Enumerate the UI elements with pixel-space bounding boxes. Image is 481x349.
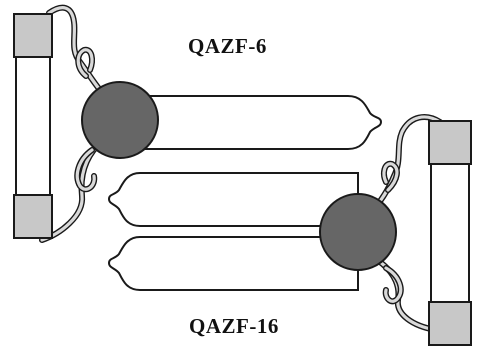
right-lower-wire-loop [382, 265, 404, 305]
lamp-cap-top-right [428, 120, 472, 165]
lamp-cap-top-left [13, 13, 53, 58]
u-tube-bottom-lower [107, 236, 359, 291]
u-tube-bottom-upper [107, 172, 359, 227]
hub-top [81, 81, 159, 159]
lower-wire-loop [74, 147, 98, 193]
hub-bottom [319, 193, 397, 271]
u-tube-top [119, 95, 383, 150]
label-qazf-6: QAZF-6 [188, 34, 267, 58]
assembly-qazf-6 [13, 4, 383, 243]
upper-wire [46, 4, 103, 93]
upper-wire-loop [75, 46, 95, 79]
label-qazf-16: QAZF-16 [189, 314, 279, 338]
assembly-qazf-16 [107, 114, 472, 346]
lamp-cap-bottom-right [428, 301, 472, 346]
vertical-lamp-tube-left [15, 54, 51, 198]
vertical-lamp-tube-right [430, 161, 470, 305]
lower-wire [39, 142, 101, 243]
lamp-cap-bottom-left [13, 194, 53, 239]
right-upper-wire-loop [381, 160, 400, 193]
